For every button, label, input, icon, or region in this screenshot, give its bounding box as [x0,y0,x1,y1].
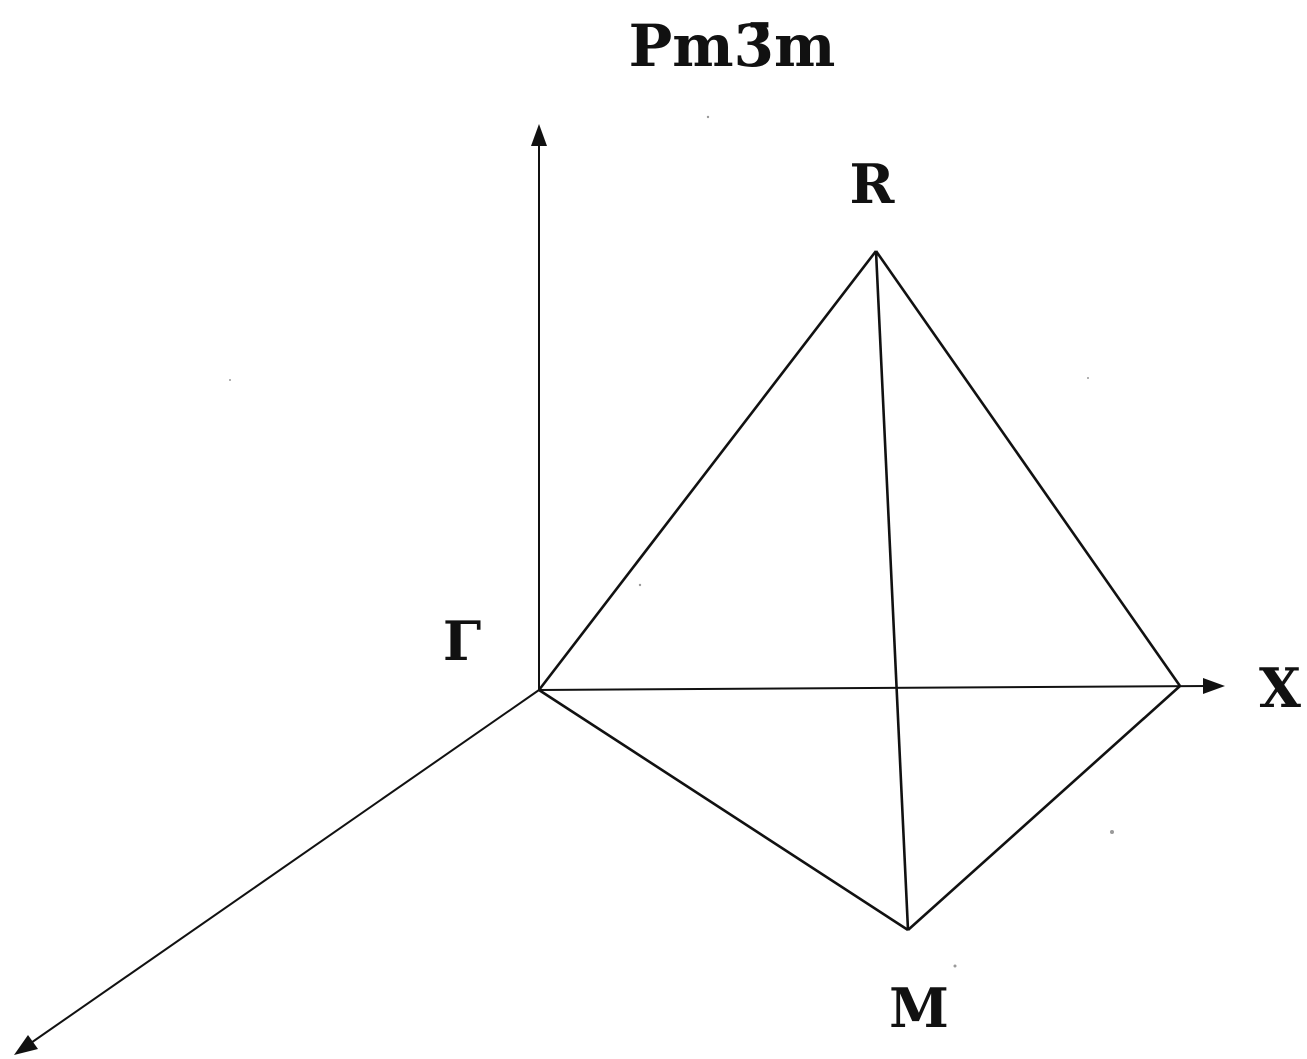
point-label-m: M [889,976,949,1040]
diagonal-axis-arrowhead [14,1035,38,1055]
vertical-axis-arrowhead [531,124,547,146]
point-label-r: R [850,152,896,216]
edge-r-m [874,250,910,931]
irreducible-wedge [537,250,1182,932]
edge-r-x [874,250,1182,687]
edge-gamma-r [537,250,878,691]
point-label-gamma: Γ [443,609,481,673]
edge-gamma-m [538,688,909,932]
diagonal-axis [27,689,540,1046]
edge-m-x [907,685,1181,931]
horizontal-axis [538,685,1211,691]
scan-specks [229,115,1114,968]
space-group-title: Pm3̄m [629,12,836,80]
horizontal-axis-arrowhead [1203,678,1225,694]
point-label-x: X [1259,656,1301,720]
